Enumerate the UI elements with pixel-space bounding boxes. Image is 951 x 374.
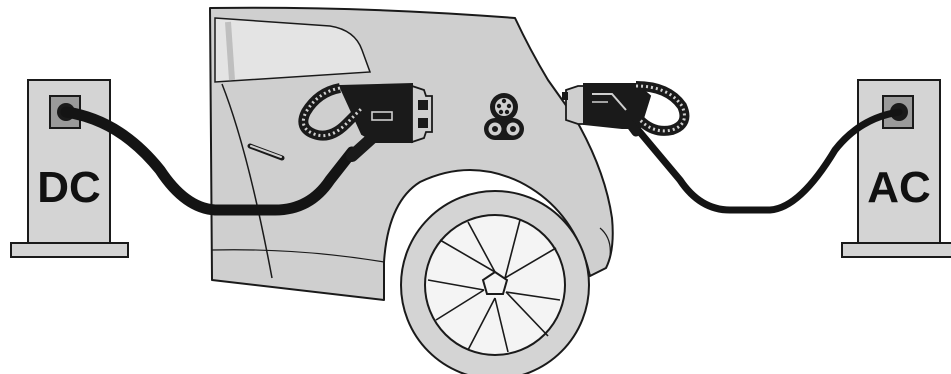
window-glare [228,22,232,80]
rear-wheel [401,191,589,374]
dc-charging-station: DC [11,80,128,257]
type2-ac-plug-icon [562,84,684,132]
dc-station-label: DC [37,163,101,212]
ac-station-base [842,243,951,257]
dc-station-base [11,243,128,257]
ac-station-label: AC [867,163,931,212]
ac-charging-station: AC [842,80,951,257]
